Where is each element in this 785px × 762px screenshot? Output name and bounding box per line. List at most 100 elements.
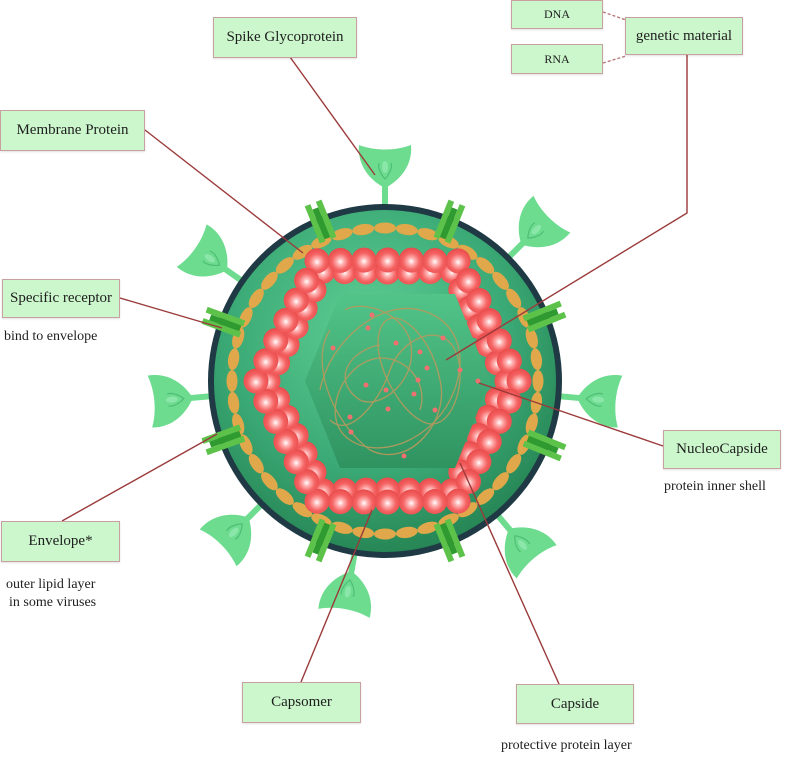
lipid-bead	[506, 453, 522, 474]
spike-icon	[549, 374, 623, 428]
note-envelope-line1: outer lipid layer	[6, 577, 96, 592]
receptor-icon	[433, 199, 466, 244]
leader-nucleocapside	[478, 382, 664, 447]
label-membrane-protein: Membrane Protein	[0, 110, 145, 151]
genetic-material-strands	[319, 305, 461, 456]
leader-lines	[61, 11, 688, 685]
capsomer-icon	[304, 488, 330, 514]
genome-node	[440, 335, 446, 341]
capsomer-icon	[398, 247, 424, 273]
capsomer-icon	[375, 247, 401, 273]
lipid-bead	[227, 348, 240, 371]
capsomer-icon	[273, 429, 299, 455]
capsomer-icon	[327, 489, 353, 515]
leader-rna	[602, 55, 627, 64]
capsomer-icon	[398, 489, 424, 515]
genome-node	[415, 377, 421, 383]
genome-node	[330, 345, 336, 351]
lipid-bead	[331, 521, 353, 534]
lipid-bead	[248, 453, 264, 474]
lipid-bead	[492, 472, 509, 491]
capsomer-icon	[466, 449, 492, 475]
capsomer-icon	[273, 307, 299, 333]
lipid-bead	[525, 327, 538, 349]
note-capside: protective protein layer	[501, 738, 632, 753]
genome-node	[475, 378, 481, 384]
capsomer-icon	[253, 348, 279, 374]
capsomer-icon	[375, 489, 401, 515]
capsomer-icon	[466, 287, 492, 313]
note-nucleocapside: protein inner shell	[664, 479, 766, 494]
label-dna: DNA	[511, 0, 603, 29]
label-envelope: Envelope*	[1, 521, 120, 562]
capsomer-icon	[263, 328, 289, 354]
leader-capsomer	[300, 509, 373, 683]
genome-node	[457, 367, 463, 373]
capsomer-icon	[456, 268, 481, 294]
lipid-bead	[476, 257, 495, 274]
capsomer-icon	[445, 248, 471, 274]
genome-node	[369, 312, 375, 318]
capsomer-icon	[351, 247, 377, 273]
genome-node	[424, 365, 430, 371]
lipid-bead	[374, 222, 396, 234]
receptor-icon	[304, 199, 337, 244]
genome-node	[348, 429, 354, 435]
lipid-bead	[352, 223, 375, 236]
leader-dna	[602, 11, 627, 21]
note-envelope-line2: in some viruses	[9, 595, 97, 610]
lipid-bead	[417, 228, 439, 241]
lipid-bead	[506, 288, 522, 309]
lipid-bead	[395, 223, 418, 236]
lipid-bead	[457, 502, 478, 518]
lipid-bead	[492, 271, 509, 290]
capsomer-icon	[496, 348, 522, 374]
capsomer-icon	[243, 368, 269, 394]
receptor-icon	[304, 518, 337, 563]
receptor-icon	[522, 429, 567, 462]
capsomer-icon	[283, 287, 309, 313]
lipid-bead	[261, 271, 278, 290]
lipid-bead	[331, 228, 353, 241]
specific-receptors	[201, 199, 567, 563]
capsomer-icon	[253, 388, 279, 414]
label-nucleocapside: NucleoCapside	[663, 430, 781, 469]
capsomer-icon	[327, 247, 353, 273]
lipid-bead	[395, 526, 418, 539]
label-capside: Capside	[516, 684, 634, 724]
capsomer-icon	[283, 449, 309, 475]
receptor-icon	[522, 300, 567, 333]
genome-node	[411, 391, 417, 397]
capsomer-icon	[476, 308, 502, 333]
leader-membrane	[144, 129, 304, 254]
capsomer-icon	[294, 469, 320, 495]
genome-nodes	[330, 312, 481, 459]
lipid-bead	[248, 288, 264, 309]
capsomer-icon	[506, 368, 532, 394]
lipid-bead	[532, 370, 544, 392]
lipid-bead	[417, 521, 439, 534]
lipid-bead	[226, 370, 238, 392]
genome-node	[383, 387, 389, 393]
capsomer-icon	[351, 489, 377, 515]
spike-icon	[358, 145, 412, 216]
capsomer-icon	[422, 489, 448, 514]
lipid-bead	[261, 472, 278, 491]
capsomer-icon	[304, 248, 330, 274]
lipid-bead	[292, 502, 313, 518]
lipid-bead	[227, 391, 240, 414]
genome-node	[401, 453, 407, 459]
capsomer-icon	[476, 429, 502, 454]
capsomer-icon	[445, 488, 471, 514]
lipid-bead	[476, 488, 495, 505]
genome-node	[393, 340, 399, 346]
genome-node	[385, 406, 391, 412]
lipid-bead	[275, 257, 294, 274]
lipid-bead	[457, 244, 478, 260]
leader-capside	[459, 462, 560, 685]
leader-envelope	[61, 433, 218, 522]
lipid-bead	[374, 528, 396, 540]
capsomer-icon	[486, 408, 512, 434]
note-specific-receptor: bind to envelope	[4, 329, 98, 344]
